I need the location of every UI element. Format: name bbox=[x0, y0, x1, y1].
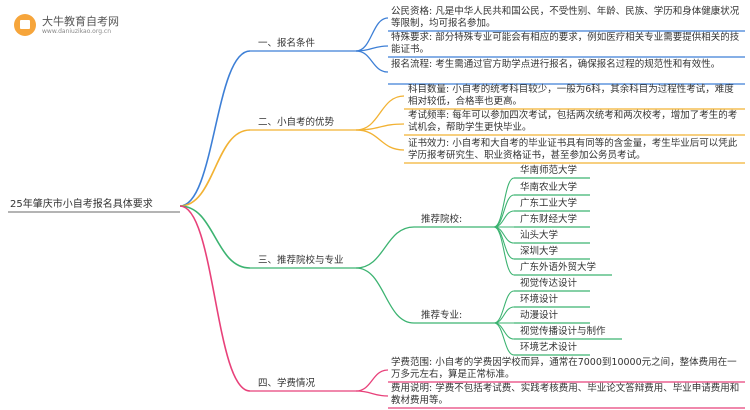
logo-text: 大牛教育自考网 www.daniuzikao.org.cn bbox=[42, 15, 119, 36]
branch-school-7 bbox=[493, 226, 515, 276]
s2-item-2: 考试频率: 每年可以参加四次考试，包括两次统考和两次校考，增加了考生的考试机会，… bbox=[408, 110, 738, 133]
branch-major-5 bbox=[493, 322, 515, 356]
branch-major-2 bbox=[493, 306, 515, 324]
branch-s4-item-1 bbox=[355, 369, 389, 392]
section-2-label: 二、小自考的优势 bbox=[258, 117, 335, 128]
school-item: 华南师范大学 bbox=[520, 165, 578, 176]
branch-s3-schools bbox=[355, 226, 415, 269]
branch-s4-item-2 bbox=[355, 390, 389, 397]
section-3-label: 三、推荐院校与专业 bbox=[258, 255, 344, 266]
branch-section-1 bbox=[179, 50, 251, 207]
s4-item-2: 费用说明: 学费不包括考试费、实践考核费用、毕业论文答辩费用、毕业申请费用和教材… bbox=[391, 383, 740, 406]
branch-s2-item-2 bbox=[355, 123, 405, 131]
major-item: 视觉传播设计与制作 bbox=[520, 326, 606, 337]
logo-icon bbox=[14, 14, 36, 36]
major-item: 环境设计 bbox=[520, 294, 559, 305]
branch-s1-item-2 bbox=[355, 45, 389, 52]
s1-item-1: 公民资格: 凡是中华人民共和国公民，不受性别、年龄、民族、学历和身体健康状况等限… bbox=[391, 6, 740, 29]
s4-item-1: 学费范围: 小自考的学费因学校而异，通常在7000到10000元之间，整体费用在… bbox=[391, 357, 737, 380]
branch-major-1 bbox=[493, 290, 515, 324]
school-item: 汕头大学 bbox=[520, 230, 559, 241]
branch-s1-item-1 bbox=[355, 17, 389, 52]
section-4-label: 四、学费情况 bbox=[258, 378, 316, 389]
s3-sub-schools-label: 推荐院校: bbox=[421, 214, 463, 225]
section-1-label: 一、报名条件 bbox=[258, 38, 316, 49]
branch-section-2 bbox=[179, 129, 251, 207]
branch-s1-item-3 bbox=[355, 50, 389, 73]
school-item: 广东工业大学 bbox=[520, 198, 578, 209]
school-item: 广东财经大学 bbox=[520, 214, 578, 225]
root-node: 25年肇庆市小自考报名具体要求 bbox=[10, 199, 153, 210]
logo-name: 大牛教育自考网 bbox=[42, 14, 119, 28]
major-item: 视觉传达设计 bbox=[520, 278, 578, 289]
branch-school-2 bbox=[493, 194, 515, 228]
school-item: 广东外语外贸大学 bbox=[520, 262, 597, 273]
branch-major-4 bbox=[493, 322, 515, 340]
major-item: 环境艺术设计 bbox=[520, 342, 578, 353]
branch-s2-item-3 bbox=[355, 129, 405, 151]
school-item: 深圳大学 bbox=[520, 246, 559, 257]
branch-s2-item-1 bbox=[355, 95, 405, 131]
branch-s3-majors bbox=[355, 267, 415, 324]
branch-section-3 bbox=[179, 205, 251, 269]
site-logo: 大牛教育自考网 www.daniuzikao.org.cn bbox=[14, 14, 119, 36]
s2-item-1: 科目数量: 小自考的统考科目较少，一般为6科，其余科目为过程性考试，难度相对较低… bbox=[408, 84, 734, 107]
logo-url: www.daniuzikao.org.cn bbox=[42, 27, 112, 35]
s3-sub-majors-label: 推荐专业: bbox=[421, 310, 463, 321]
branch-section-4 bbox=[179, 205, 251, 392]
s2-item-3: 证书效力: 小自考和大自考的毕业证书具有同等的含金量，考生毕业后可以凭此学历报考… bbox=[408, 138, 738, 161]
school-item: 华南农业大学 bbox=[520, 182, 578, 193]
s1-item-3: 报名流程: 考生需通过官方助学点进行报名，确保报名过程的规范性和有效性。 bbox=[391, 59, 721, 70]
s1-item-2: 特殊要求: 部分特殊专业可能会有相应的要求，例如医疗相关专业需要提供相关的技能证… bbox=[391, 32, 740, 55]
major-item: 动漫设计 bbox=[520, 310, 559, 321]
